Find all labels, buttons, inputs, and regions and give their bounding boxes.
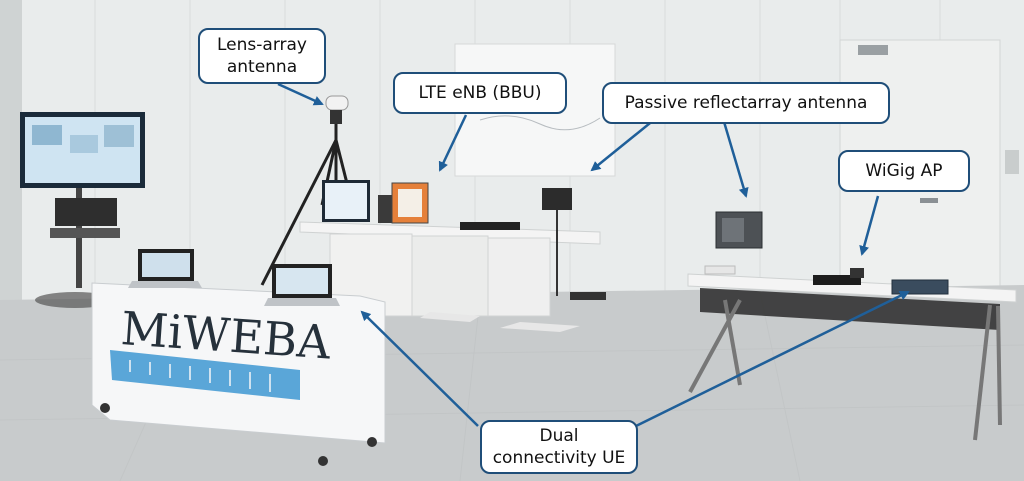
reflectarray-face xyxy=(722,218,744,242)
banner-ticks xyxy=(129,360,271,392)
callout-lens-array-antenna: Lens-array antenna xyxy=(198,28,326,84)
wigig-ap-device xyxy=(813,275,861,285)
callout-text: Dual connectivity UE xyxy=(492,426,626,468)
left-wall-edge xyxy=(0,0,22,300)
cable-tray xyxy=(460,222,520,230)
lens-antenna-mount xyxy=(330,110,342,124)
right-laptop xyxy=(891,279,949,295)
back-table-panel xyxy=(411,235,489,317)
callout-passive-reflectarray: Passive reflectarray antenna xyxy=(602,82,890,124)
front-table-wheel xyxy=(100,403,110,413)
banner-blue-strip xyxy=(110,350,300,400)
reflectarray-small xyxy=(542,188,572,210)
back-table-foot xyxy=(500,322,580,332)
callout-lte-enb: LTE eNB (BBU) xyxy=(393,72,567,114)
front-laptop-2-display xyxy=(276,268,328,294)
tv-screen-block xyxy=(32,125,62,145)
whiteboard-scribble xyxy=(479,115,601,131)
front-table-wheel xyxy=(318,456,328,466)
wall-switch xyxy=(1005,150,1019,174)
back-table-panel xyxy=(487,237,551,317)
door-handle xyxy=(920,198,938,203)
front-laptop-1-base xyxy=(128,281,202,288)
desk-label xyxy=(704,265,736,275)
back-laptop-display xyxy=(325,183,367,219)
callout-dual-connectivity-ue: Dual connectivity UE xyxy=(480,420,638,474)
tv-screen-block xyxy=(104,125,134,147)
front-laptop-2-base xyxy=(264,298,340,306)
lens-antenna-head xyxy=(325,95,349,111)
tv-shelf-equipment xyxy=(55,198,117,226)
callout-text: Passive reflectarray antenna xyxy=(624,93,868,113)
callout-text: LTE eNB (BBU) xyxy=(418,83,542,103)
door-closer xyxy=(858,45,888,55)
front-laptop-1-display xyxy=(142,253,190,277)
callout-text: WiGig AP xyxy=(865,161,943,181)
front-table-wheel xyxy=(367,437,377,447)
callout-wigig-ap: WiGig AP xyxy=(838,150,970,192)
power-strip xyxy=(570,292,606,300)
callout-text: Lens-array antenna xyxy=(217,35,307,77)
wigig-ap-antenna xyxy=(850,268,864,278)
tv-shelf xyxy=(50,228,120,238)
tv-screen-block xyxy=(70,135,98,153)
orange-equipment-face xyxy=(398,189,422,217)
front-table-banner xyxy=(91,282,386,444)
